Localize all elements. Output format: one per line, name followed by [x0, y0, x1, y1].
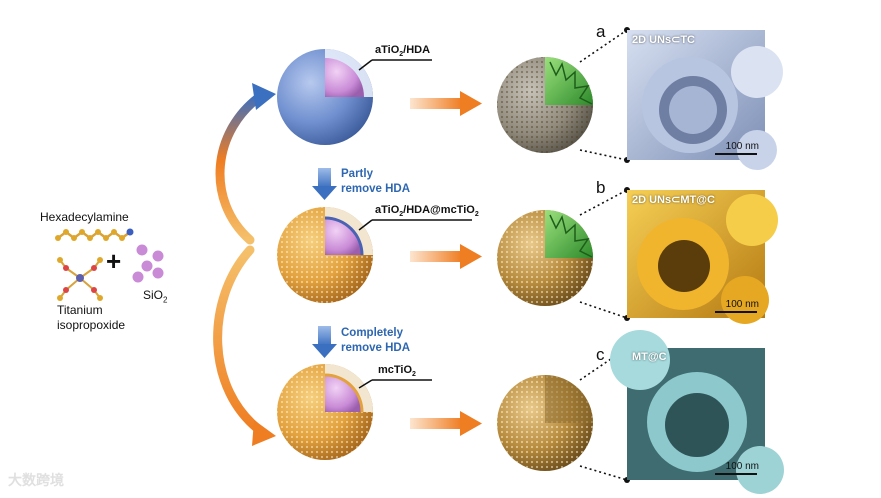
sem-label-b: 2D UNs⊂MT@C	[632, 194, 715, 206]
scale-bar-a	[715, 153, 757, 155]
arrow-carbonize-1	[410, 91, 482, 116]
curved-arrow-down	[213, 245, 267, 437]
sem-image-b	[627, 190, 778, 324]
panel-connectors	[579, 29, 628, 481]
arrow-completely-remove	[312, 326, 337, 358]
product-sphere-2	[497, 210, 593, 306]
sphere-atio2-hda	[277, 49, 373, 145]
product-sphere-1	[497, 57, 593, 153]
curved-arrow-down-head	[252, 420, 276, 446]
label-leader-3	[358, 379, 373, 389]
scale-text-b: 100 nm	[725, 299, 759, 310]
step-completely-line2: remove HDA	[341, 342, 411, 354]
panel-letter-b: b	[596, 178, 606, 197]
product-sphere-3	[497, 375, 593, 471]
watermark-text: 大数跨境	[8, 472, 64, 488]
curved-arrow-up	[215, 90, 267, 245]
arrow-partly-remove	[312, 168, 337, 200]
sphere-mctio2	[277, 364, 373, 460]
step-completely-line1: Completely	[341, 327, 403, 339]
label-leader-1	[358, 59, 373, 71]
sem-panel-b: 2D UNs⊂MT@C 100 nm	[627, 190, 765, 318]
label-atio2-hda: aTiO2/HDA	[375, 44, 431, 59]
sem-label-c: MT@C	[632, 351, 667, 363]
sem-panel-c: MT@C 100 nm	[627, 348, 765, 480]
label-leader-2	[358, 219, 373, 231]
scale-bar-c	[715, 473, 757, 475]
arrow-carbonize-2	[410, 244, 482, 269]
step-partly-line1: Partly	[341, 168, 373, 180]
scale-text-a: 100 nm	[725, 141, 759, 152]
sem-panel-a: 2D UNs⊂TC 100 nm	[627, 30, 765, 160]
sem-image-a	[627, 30, 783, 170]
curved-arrow-up-head	[252, 83, 276, 110]
label-mctio2: mcTiO2	[378, 364, 416, 379]
step-partly-line2: remove HDA	[341, 183, 411, 195]
titanium-isopropoxide-molecule-icon	[57, 257, 103, 301]
sio2-label: SiO2	[143, 288, 168, 305]
panel-letter-c: c	[596, 345, 605, 364]
sphere-atio2-hda-mctio2	[277, 207, 373, 303]
sem-image-c	[610, 330, 784, 494]
panel-letter-a: a	[596, 22, 606, 41]
label-atio2-hda-mctio2: aTiO2/HDA@mcTiO2	[375, 204, 479, 219]
watermark-logo: 大数跨境	[8, 470, 64, 490]
hexadecylamine-molecule-icon	[55, 228, 134, 241]
hexadecylamine-label: Hexadecylamine	[40, 210, 129, 224]
sio2-particles-icon	[132, 244, 164, 283]
arrow-carbonize-3	[410, 411, 482, 436]
sem-label-a: 2D UNs⊂TC	[632, 34, 696, 46]
isopropoxide-label: isopropoxide	[57, 318, 126, 332]
scale-text-c: 100 nm	[725, 461, 759, 472]
plus-sign: +	[106, 246, 122, 276]
scale-bar-b	[715, 311, 757, 313]
titanium-label: Titanium	[57, 303, 103, 317]
